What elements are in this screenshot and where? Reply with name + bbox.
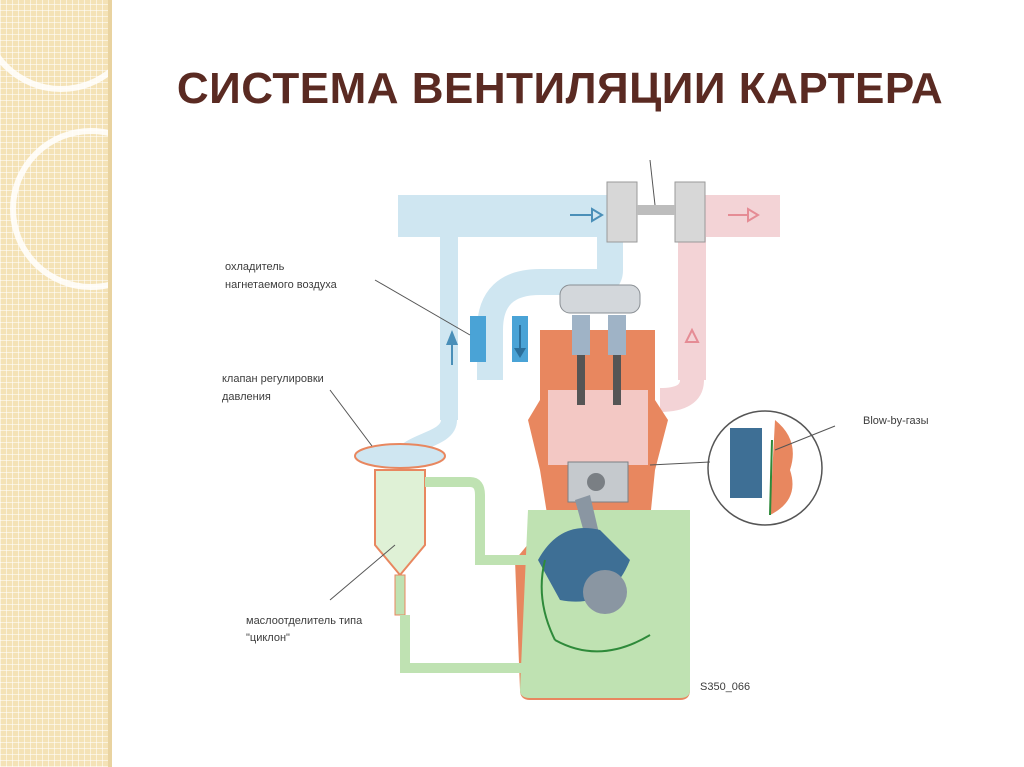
leader-separator	[329, 544, 396, 601]
decorative-ring-top	[0, 0, 112, 92]
slide-title: СИСТЕМА ВЕНТИЛЯЦИИ КАРТЕРА	[176, 64, 944, 113]
label-valve-line2: давления	[222, 391, 271, 403]
side-band-edge	[108, 0, 112, 767]
intake-flow-arrow	[570, 207, 604, 223]
turbocharger	[606, 159, 706, 243]
cylinder-head	[559, 284, 641, 405]
leader-intercooler	[374, 279, 471, 336]
blowby-detail-circle	[707, 410, 823, 526]
exhaust-flow-arrow	[684, 207, 760, 343]
leader-valve	[329, 389, 373, 447]
cyclone-oil-separator	[354, 443, 528, 673]
label-intercooler-line1: охладитель	[225, 261, 285, 273]
label-blowby: Blow-by-газы	[863, 415, 929, 427]
leader-blowby	[774, 425, 836, 451]
airflow-up-arrow	[446, 330, 458, 345]
label-separator-line2: "циклон"	[246, 632, 290, 644]
figure-code: S350_066	[700, 681, 750, 693]
piston-crank	[538, 461, 651, 653]
engine-block	[515, 330, 690, 700]
leader-detail	[649, 461, 711, 466]
label-valve-line1: клапан регулировки	[222, 373, 324, 385]
intercooler	[470, 316, 528, 362]
decorative-side-band	[0, 0, 112, 767]
label-separator-line1: маслоотделитель типа	[246, 615, 363, 627]
label-intercooler-line2: нагнетаемого воздуха	[225, 279, 338, 291]
